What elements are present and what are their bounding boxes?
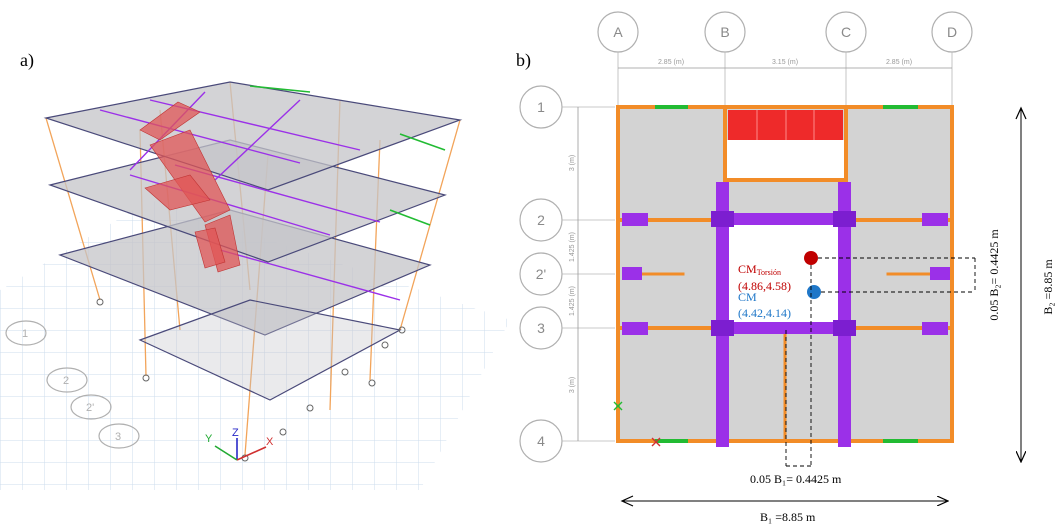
ground-bubble-2p	[70, 394, 112, 420]
span-dim-3-4: 3 (m)	[569, 377, 576, 393]
eccentricity-y-label: 0.05 B₂= 0.4425 m	[987, 229, 1001, 321]
axis-x-label: X	[266, 436, 274, 448]
span-dim-cd: 2.85 (m)	[886, 59, 912, 66]
plan-green-edges	[655, 105, 918, 443]
opening-core	[727, 222, 844, 328]
span-dim-2p-3: 1.425 (m)	[569, 286, 576, 316]
span-dimensions-y: 3 (m) 1.425 (m) 1.425 (m) 3 (m)	[569, 107, 579, 441]
row-bubbles	[519, 85, 563, 463]
column-bubble-a-label: A	[613, 24, 623, 40]
axis-triad: Z Y X	[205, 427, 274, 461]
eccentricity-x-label: 0.05 B₁= 0.4425 m	[750, 472, 842, 486]
slabs	[43, 81, 463, 401]
red-block	[728, 110, 843, 140]
row-bubble-2-label: 2	[537, 212, 545, 228]
dim-b2-label: B₂ =8.85 m	[1041, 259, 1055, 315]
ground-bubble-3-label: 3	[115, 431, 121, 443]
green-edge-lines	[249, 85, 446, 226]
panel-a-3d-model: a) 1 2 2' 3	[0, 50, 510, 490]
span-dim-1-2: 3 (m)	[569, 155, 576, 171]
cm-coords: (4.42,4.14)	[738, 306, 791, 320]
ground-bubble-2p-label: 2'	[86, 402, 94, 414]
column-bubble-c-label: C	[841, 24, 851, 40]
plan-slabs	[620, 109, 951, 439]
panel-b-label: b)	[516, 50, 531, 71]
panel-b-plan: b) A B C D 1 2 2' 3 4	[516, 11, 1055, 524]
span-dimensions-x: 2.85 (m) 3.15 (m) 2.85 (m)	[618, 59, 952, 69]
row-bubble-3-label: 3	[537, 320, 545, 336]
cm-torsion-label: CMTorsión	[738, 262, 781, 277]
eccentricity-lines	[785, 257, 976, 467]
column-bubble-d-label: D	[947, 24, 957, 40]
ground-bubble-1-label: 1	[22, 328, 28, 340]
ground-bubble-2-label: 2	[63, 375, 69, 387]
ground-bubble-2	[46, 367, 88, 393]
cm-label: CM	[738, 290, 757, 304]
torsion-planes	[139, 101, 241, 273]
column-bubble-b-label: B	[720, 24, 729, 40]
plan-axis-marks	[613, 401, 661, 447]
ground-bubble-1	[5, 320, 47, 346]
axis-z-label: Z	[232, 427, 239, 439]
axis-y-label: Y	[205, 433, 213, 445]
row-bubble-2p-label: 2'	[536, 266, 546, 282]
cm-torsion-coords: (4.86,4.58)	[738, 279, 791, 293]
cm-point	[807, 285, 821, 299]
row-bubble-4-label: 4	[537, 433, 545, 449]
opening-top	[727, 141, 844, 179]
span-dim-bc: 3.15 (m)	[772, 59, 798, 66]
row-bubble-1-label: 1	[537, 99, 545, 115]
span-dim-2-2p: 1.425 (m)	[569, 232, 576, 262]
supports	[96, 298, 406, 462]
column-bubbles	[597, 11, 973, 53]
ground-bubble-3	[98, 423, 140, 449]
slab-level-4	[138, 299, 402, 401]
plan-walls	[622, 182, 950, 447]
panel-a-label: a)	[20, 50, 34, 71]
ground-grid-bubbles	[5, 320, 140, 449]
grid-lines	[562, 52, 953, 442]
span-dim-ab: 2.85 (m)	[658, 59, 684, 66]
dim-b1-label: B₁ =8.85 m	[760, 510, 816, 524]
cm-torsion-point	[804, 251, 818, 265]
